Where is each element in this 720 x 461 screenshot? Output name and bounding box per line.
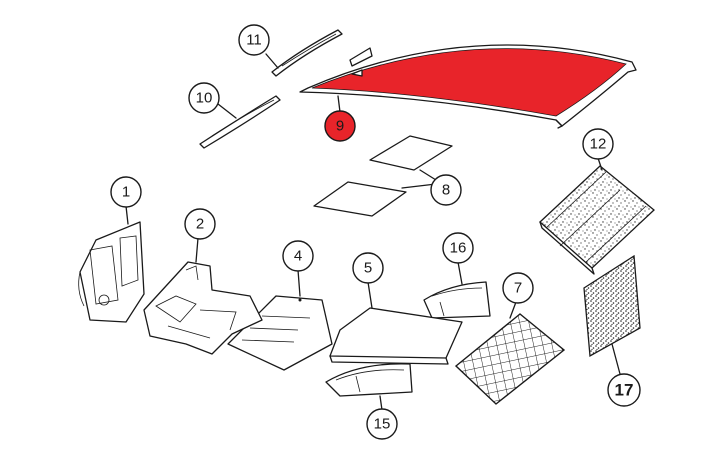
leader-15 (379, 395, 383, 411)
callout-10: 10 (188, 82, 220, 114)
callout-label-9: 9 (336, 118, 344, 135)
leader-7 (509, 301, 517, 319)
callout-label-16: 16 (450, 240, 467, 257)
callout-15: 15 (366, 408, 398, 440)
firewall-part (78, 221, 145, 323)
callout-label-17: 17 (615, 381, 634, 400)
leader-4 (297, 269, 301, 297)
callout-label-15: 15 (374, 416, 391, 433)
leader-8 (401, 169, 437, 189)
leader-16 (457, 261, 463, 285)
callout-label-5: 5 (364, 260, 372, 277)
callout-12: 12 (582, 128, 614, 160)
callout-2: 2 (184, 208, 216, 240)
callout-label-2: 2 (196, 216, 204, 233)
side-strip-part (199, 95, 281, 149)
leader-5 (367, 281, 373, 309)
callout-11: 11 (238, 24, 270, 56)
callout-label-12: 12 (590, 136, 607, 153)
callout-16: 16 (442, 232, 474, 264)
callout-1: 1 (110, 176, 142, 208)
leader-9 (337, 95, 341, 113)
callout-7: 7 (502, 272, 534, 304)
callout-label-1: 1 (122, 184, 130, 201)
leader-11 (265, 53, 279, 69)
leader-1 (125, 205, 129, 225)
headliner-part (299, 44, 637, 129)
callout-label-4: 4 (294, 248, 302, 265)
leader-17 (611, 343, 621, 375)
rear-panel-part (583, 254, 641, 358)
callout-label-10: 10 (196, 90, 213, 107)
callout-8: 8 (430, 174, 462, 206)
leader-12 (597, 157, 603, 171)
callout-17: 17 (607, 373, 641, 407)
roof-strip-part (271, 29, 343, 77)
cargo-net-part (454, 313, 566, 405)
callout-5: 5 (352, 252, 384, 284)
callout-label-8: 8 (442, 182, 450, 199)
floor-pan-part (143, 261, 263, 355)
parcel-shelf-part (539, 165, 655, 275)
leader-10 (217, 103, 237, 119)
leader-2 (195, 237, 199, 263)
floor-mat-part (227, 295, 333, 371)
callout-label-11: 11 (246, 32, 262, 49)
side-trim-part (325, 363, 413, 397)
roof-pad-part (313, 135, 453, 217)
callout-label-7: 7 (514, 280, 522, 297)
callout-4: 4 (282, 240, 314, 272)
trim-piece-part (423, 281, 491, 319)
trunk-mat-part (329, 307, 463, 365)
callout-9: 9 (324, 110, 356, 142)
